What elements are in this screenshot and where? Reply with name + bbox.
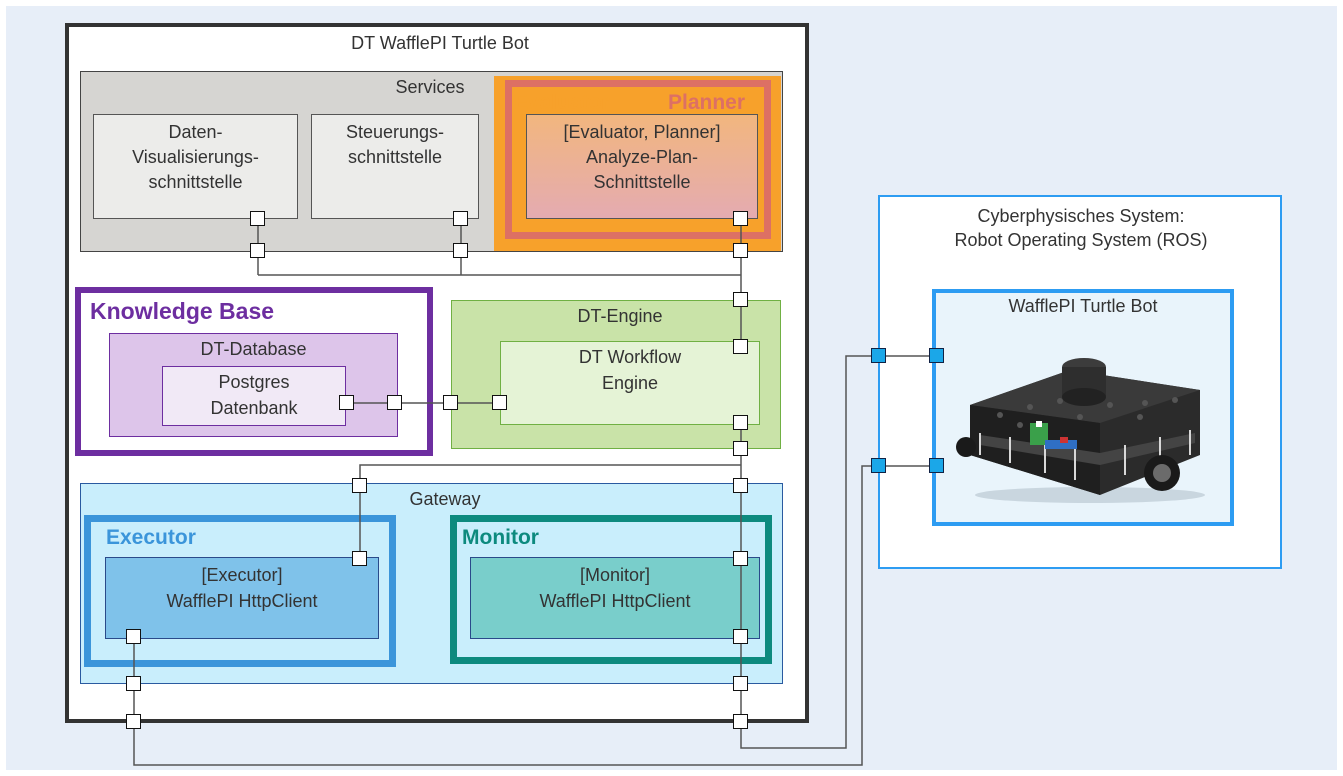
monitor-label: Monitor bbox=[462, 526, 539, 549]
postgres-database bbox=[162, 366, 346, 426]
executor-label: Executor bbox=[106, 526, 196, 549]
dt-system-title: DT WafflePI Turtle Bot bbox=[351, 33, 529, 53]
port-robot-lower bbox=[929, 458, 944, 473]
port-cps-upper bbox=[871, 348, 886, 363]
port-control-inner bbox=[453, 211, 468, 226]
port-gateway-top-left bbox=[352, 478, 367, 493]
dt-engine-title: DT-Engine bbox=[577, 306, 663, 326]
analyze-plan-interface-label: [Evaluator, Planner] Analyze-Plan- Schni… bbox=[563, 122, 721, 192]
port-cps-lower bbox=[871, 458, 886, 473]
control-interface bbox=[311, 114, 479, 219]
port-workflow-top bbox=[733, 339, 748, 354]
port-monitor-top bbox=[733, 551, 748, 566]
data-visualization-interface bbox=[93, 114, 298, 219]
port-database bbox=[387, 395, 402, 410]
port-monitor-gateway bbox=[733, 676, 748, 691]
planner-frame bbox=[505, 80, 771, 239]
planner-label: Planner bbox=[668, 91, 746, 114]
monitor-http-client-label: [Monitor] WafflePI HttpClient bbox=[539, 565, 691, 611]
gateway-title: Gateway bbox=[409, 489, 481, 509]
port-engine-top bbox=[733, 292, 748, 307]
monitor-http-client bbox=[470, 557, 760, 639]
port-control-outer bbox=[453, 243, 468, 258]
port-executor-top bbox=[352, 551, 367, 566]
port-analyze-inner bbox=[733, 211, 748, 226]
port-executor-gateway bbox=[126, 676, 141, 691]
port-datavis-outer bbox=[250, 243, 265, 258]
port-postgres bbox=[339, 395, 354, 410]
control-interface-label: Steuerungs- schnittstelle bbox=[345, 122, 445, 167]
port-system-left bbox=[126, 714, 141, 729]
postgres-database-label: Postgres Datenbank bbox=[210, 372, 298, 418]
port-robot-upper bbox=[929, 348, 944, 363]
knowledge-base-label: Knowledge Base bbox=[90, 298, 275, 324]
port-workflow-bottom bbox=[733, 415, 748, 430]
evaluator-label: Evaluator bbox=[514, 91, 610, 114]
dt-workflow-engine bbox=[500, 341, 760, 425]
port-engine-bottom bbox=[733, 441, 748, 456]
port-workflow-left bbox=[492, 395, 507, 410]
port-engine-left bbox=[443, 395, 458, 410]
port-gateway-top-right bbox=[733, 478, 748, 493]
port-monitor-client bbox=[733, 629, 748, 644]
dt-database-title: DT-Database bbox=[200, 339, 307, 359]
robot-title: WafflePI Turtle Bot bbox=[1008, 296, 1158, 316]
dt-workflow-engine-label: DT Workflow Engine bbox=[578, 347, 682, 393]
cps-title: Cyberphysisches System: Robot Operating … bbox=[954, 206, 1208, 250]
turtlebot-robot-image bbox=[956, 358, 1205, 503]
services-title: Services bbox=[395, 77, 465, 97]
executor-http-client-label: [Executor] WafflePI HttpClient bbox=[166, 565, 318, 611]
port-datavis-inner bbox=[250, 211, 265, 226]
analyze-plan-interface bbox=[526, 114, 758, 219]
port-executor-client bbox=[126, 629, 141, 644]
port-analyze-outer bbox=[733, 243, 748, 258]
port-system-right bbox=[733, 714, 748, 729]
executor-http-client bbox=[105, 557, 379, 639]
data-visualization-interface-label: Daten- Visualisierungs- schnittstelle bbox=[132, 122, 259, 192]
